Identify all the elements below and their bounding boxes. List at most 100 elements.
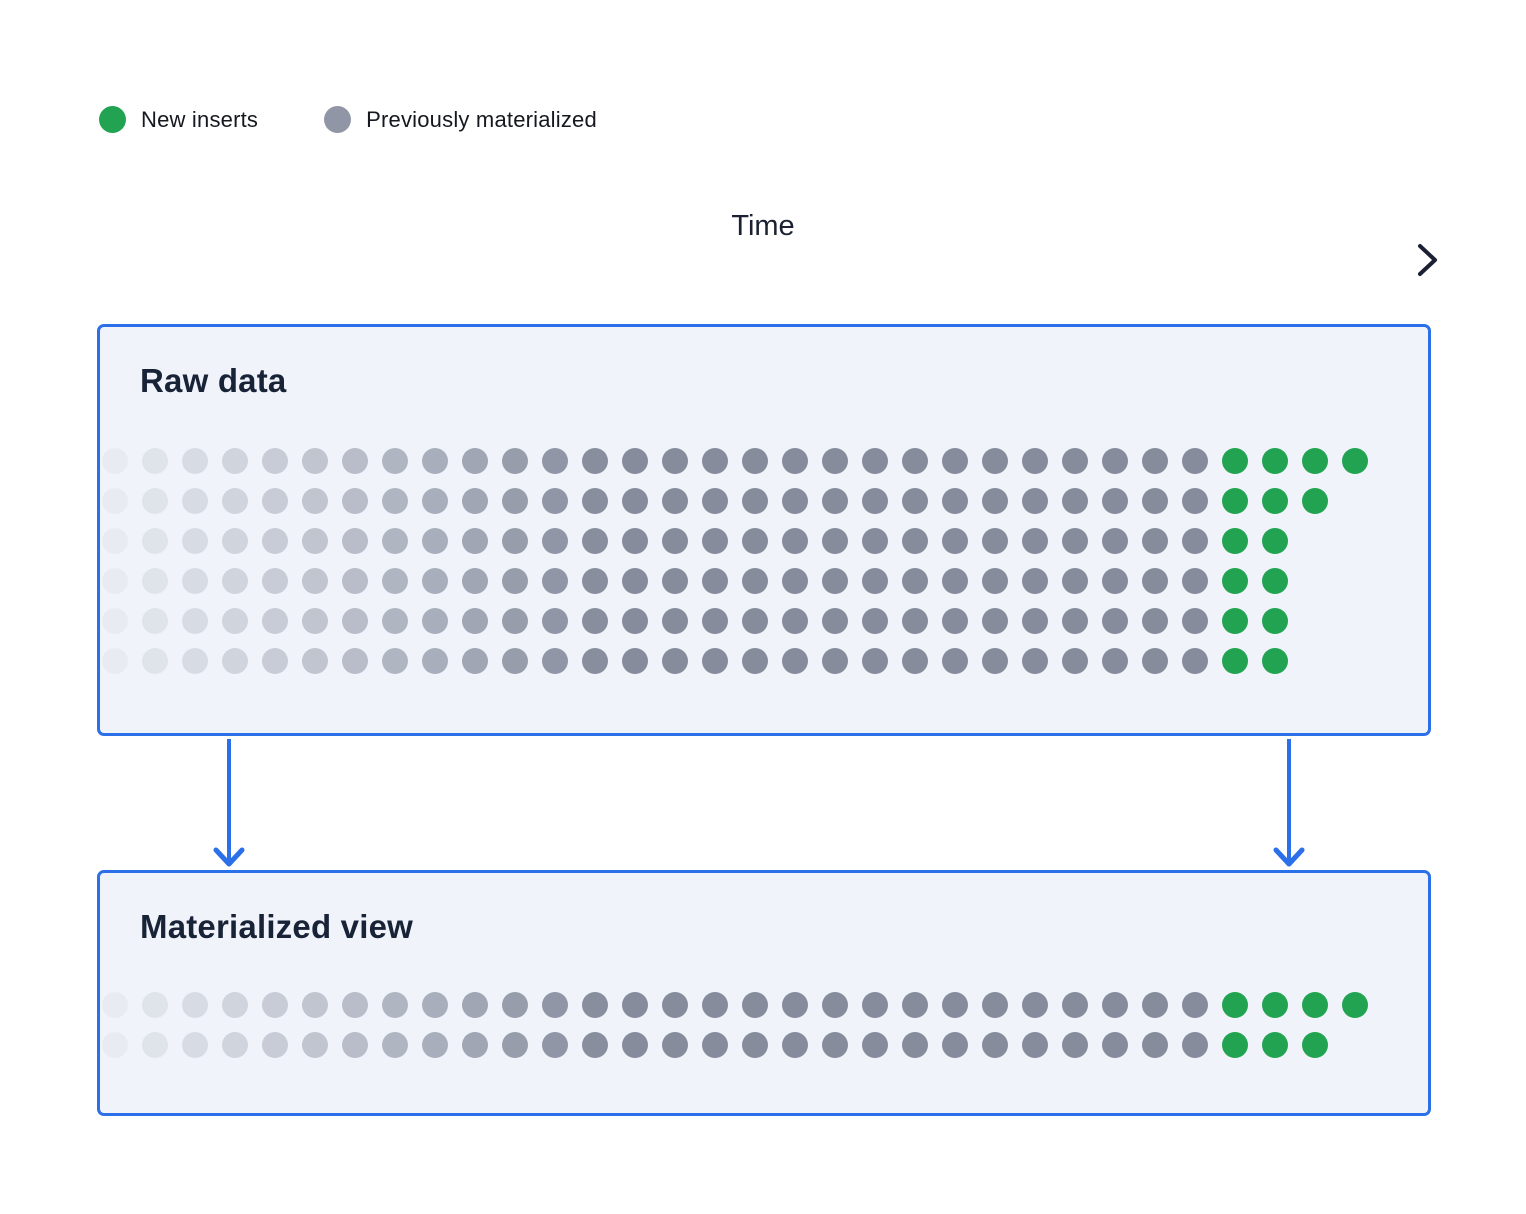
materialized-dot xyxy=(622,528,648,554)
materialized-dot xyxy=(662,528,688,554)
materialized-dot xyxy=(302,992,328,1018)
materialized-dot xyxy=(462,528,488,554)
new-insert-dot xyxy=(1222,568,1248,594)
materialized-dot xyxy=(822,992,848,1018)
new-insert-dot xyxy=(1262,648,1288,674)
materialized-dot xyxy=(1062,528,1088,554)
materialized-dot xyxy=(862,528,888,554)
materialized-dot xyxy=(462,488,488,514)
materialized-dot xyxy=(822,1032,848,1058)
materialized-dot xyxy=(262,528,288,554)
materialized-dot xyxy=(542,528,568,554)
materialized-dot xyxy=(782,608,808,634)
materialized-dot xyxy=(822,608,848,634)
legend-item-new-inserts: New inserts xyxy=(99,106,258,133)
new-insert-dot xyxy=(1262,488,1288,514)
materialized-dot xyxy=(782,488,808,514)
materialized-dot xyxy=(822,528,848,554)
materialized-dot xyxy=(742,568,768,594)
new-insert-dot xyxy=(1222,528,1248,554)
materialized-dot xyxy=(422,992,448,1018)
materialized-dot xyxy=(462,608,488,634)
materialized-dot xyxy=(422,1032,448,1058)
materialized-dot xyxy=(822,488,848,514)
materialized-dot xyxy=(862,648,888,674)
materialized-dot xyxy=(662,568,688,594)
materialized-dot xyxy=(222,528,248,554)
materialized-dot xyxy=(342,1032,368,1058)
materialized-dot xyxy=(502,608,528,634)
materialized-dot xyxy=(182,488,208,514)
materialized-dot xyxy=(982,448,1008,474)
new-insert-dot xyxy=(1262,568,1288,594)
materialized-dot xyxy=(942,608,968,634)
materialized-dot xyxy=(742,1032,768,1058)
materialized-dot xyxy=(1022,608,1048,634)
materialized-dot xyxy=(1182,1032,1208,1058)
materialized-dot xyxy=(702,448,728,474)
materialized-dot xyxy=(222,448,248,474)
materialize-arrow-right-icon xyxy=(1273,739,1305,867)
materialized-dot xyxy=(462,992,488,1018)
materialized-dot xyxy=(502,1032,528,1058)
new-insert-dot xyxy=(1262,528,1288,554)
materialized-dot xyxy=(382,448,408,474)
materialized-dot xyxy=(102,648,128,674)
materialized-dot xyxy=(182,608,208,634)
materialized-dot xyxy=(662,992,688,1018)
materialized-dot xyxy=(1102,608,1128,634)
materialized-dot xyxy=(342,992,368,1018)
materialized-dot xyxy=(1022,528,1048,554)
materialized-dot xyxy=(862,568,888,594)
materialized-dot xyxy=(1102,488,1128,514)
materialized-dot xyxy=(1142,992,1168,1018)
materialized-dot xyxy=(1102,448,1128,474)
materialized-dot xyxy=(1062,488,1088,514)
materialized-dot xyxy=(702,648,728,674)
materialized-dot xyxy=(422,528,448,554)
materialized-dot xyxy=(1102,648,1128,674)
materialized-dot xyxy=(542,448,568,474)
materialized-dot xyxy=(342,568,368,594)
materialized-dot xyxy=(462,648,488,674)
materialized-dot xyxy=(422,448,448,474)
materialized-dot xyxy=(902,568,928,594)
materialized-dot xyxy=(142,488,168,514)
materialized-dot xyxy=(942,992,968,1018)
raw-data-dot-grid xyxy=(102,448,1368,674)
materialized-dot xyxy=(782,648,808,674)
materialized-dot xyxy=(902,648,928,674)
materialized-dot xyxy=(582,568,608,594)
materialized-dot xyxy=(382,568,408,594)
materialized-dot xyxy=(1062,608,1088,634)
dot-row xyxy=(102,488,1368,514)
legend-label: New inserts xyxy=(141,106,259,132)
materialized-dot xyxy=(222,1032,248,1058)
materialized-dot xyxy=(662,608,688,634)
materialized-dot xyxy=(1142,648,1168,674)
materialized-dot xyxy=(1182,448,1208,474)
materialized-dot xyxy=(1062,448,1088,474)
materialized-dot xyxy=(382,608,408,634)
materialized-dot xyxy=(782,992,808,1018)
materialized-dot xyxy=(182,448,208,474)
materialized-dot xyxy=(502,528,528,554)
materialized-dot xyxy=(822,568,848,594)
materialized-dot xyxy=(382,488,408,514)
materialized-dot xyxy=(542,992,568,1018)
materialized-dot xyxy=(102,448,128,474)
materialized-dot xyxy=(982,992,1008,1018)
materialized-dot xyxy=(142,648,168,674)
materialized-dot xyxy=(822,448,848,474)
materialized-dot xyxy=(262,608,288,634)
materialized-dot xyxy=(582,488,608,514)
materialized-dot xyxy=(502,448,528,474)
materialized-dot xyxy=(782,1032,808,1058)
materialized-dot xyxy=(1142,568,1168,594)
materialized-dot xyxy=(622,992,648,1018)
materialized-dot xyxy=(102,992,128,1018)
materialized-dot xyxy=(1142,488,1168,514)
materialized-dot xyxy=(222,608,248,634)
materialized-dot xyxy=(702,608,728,634)
